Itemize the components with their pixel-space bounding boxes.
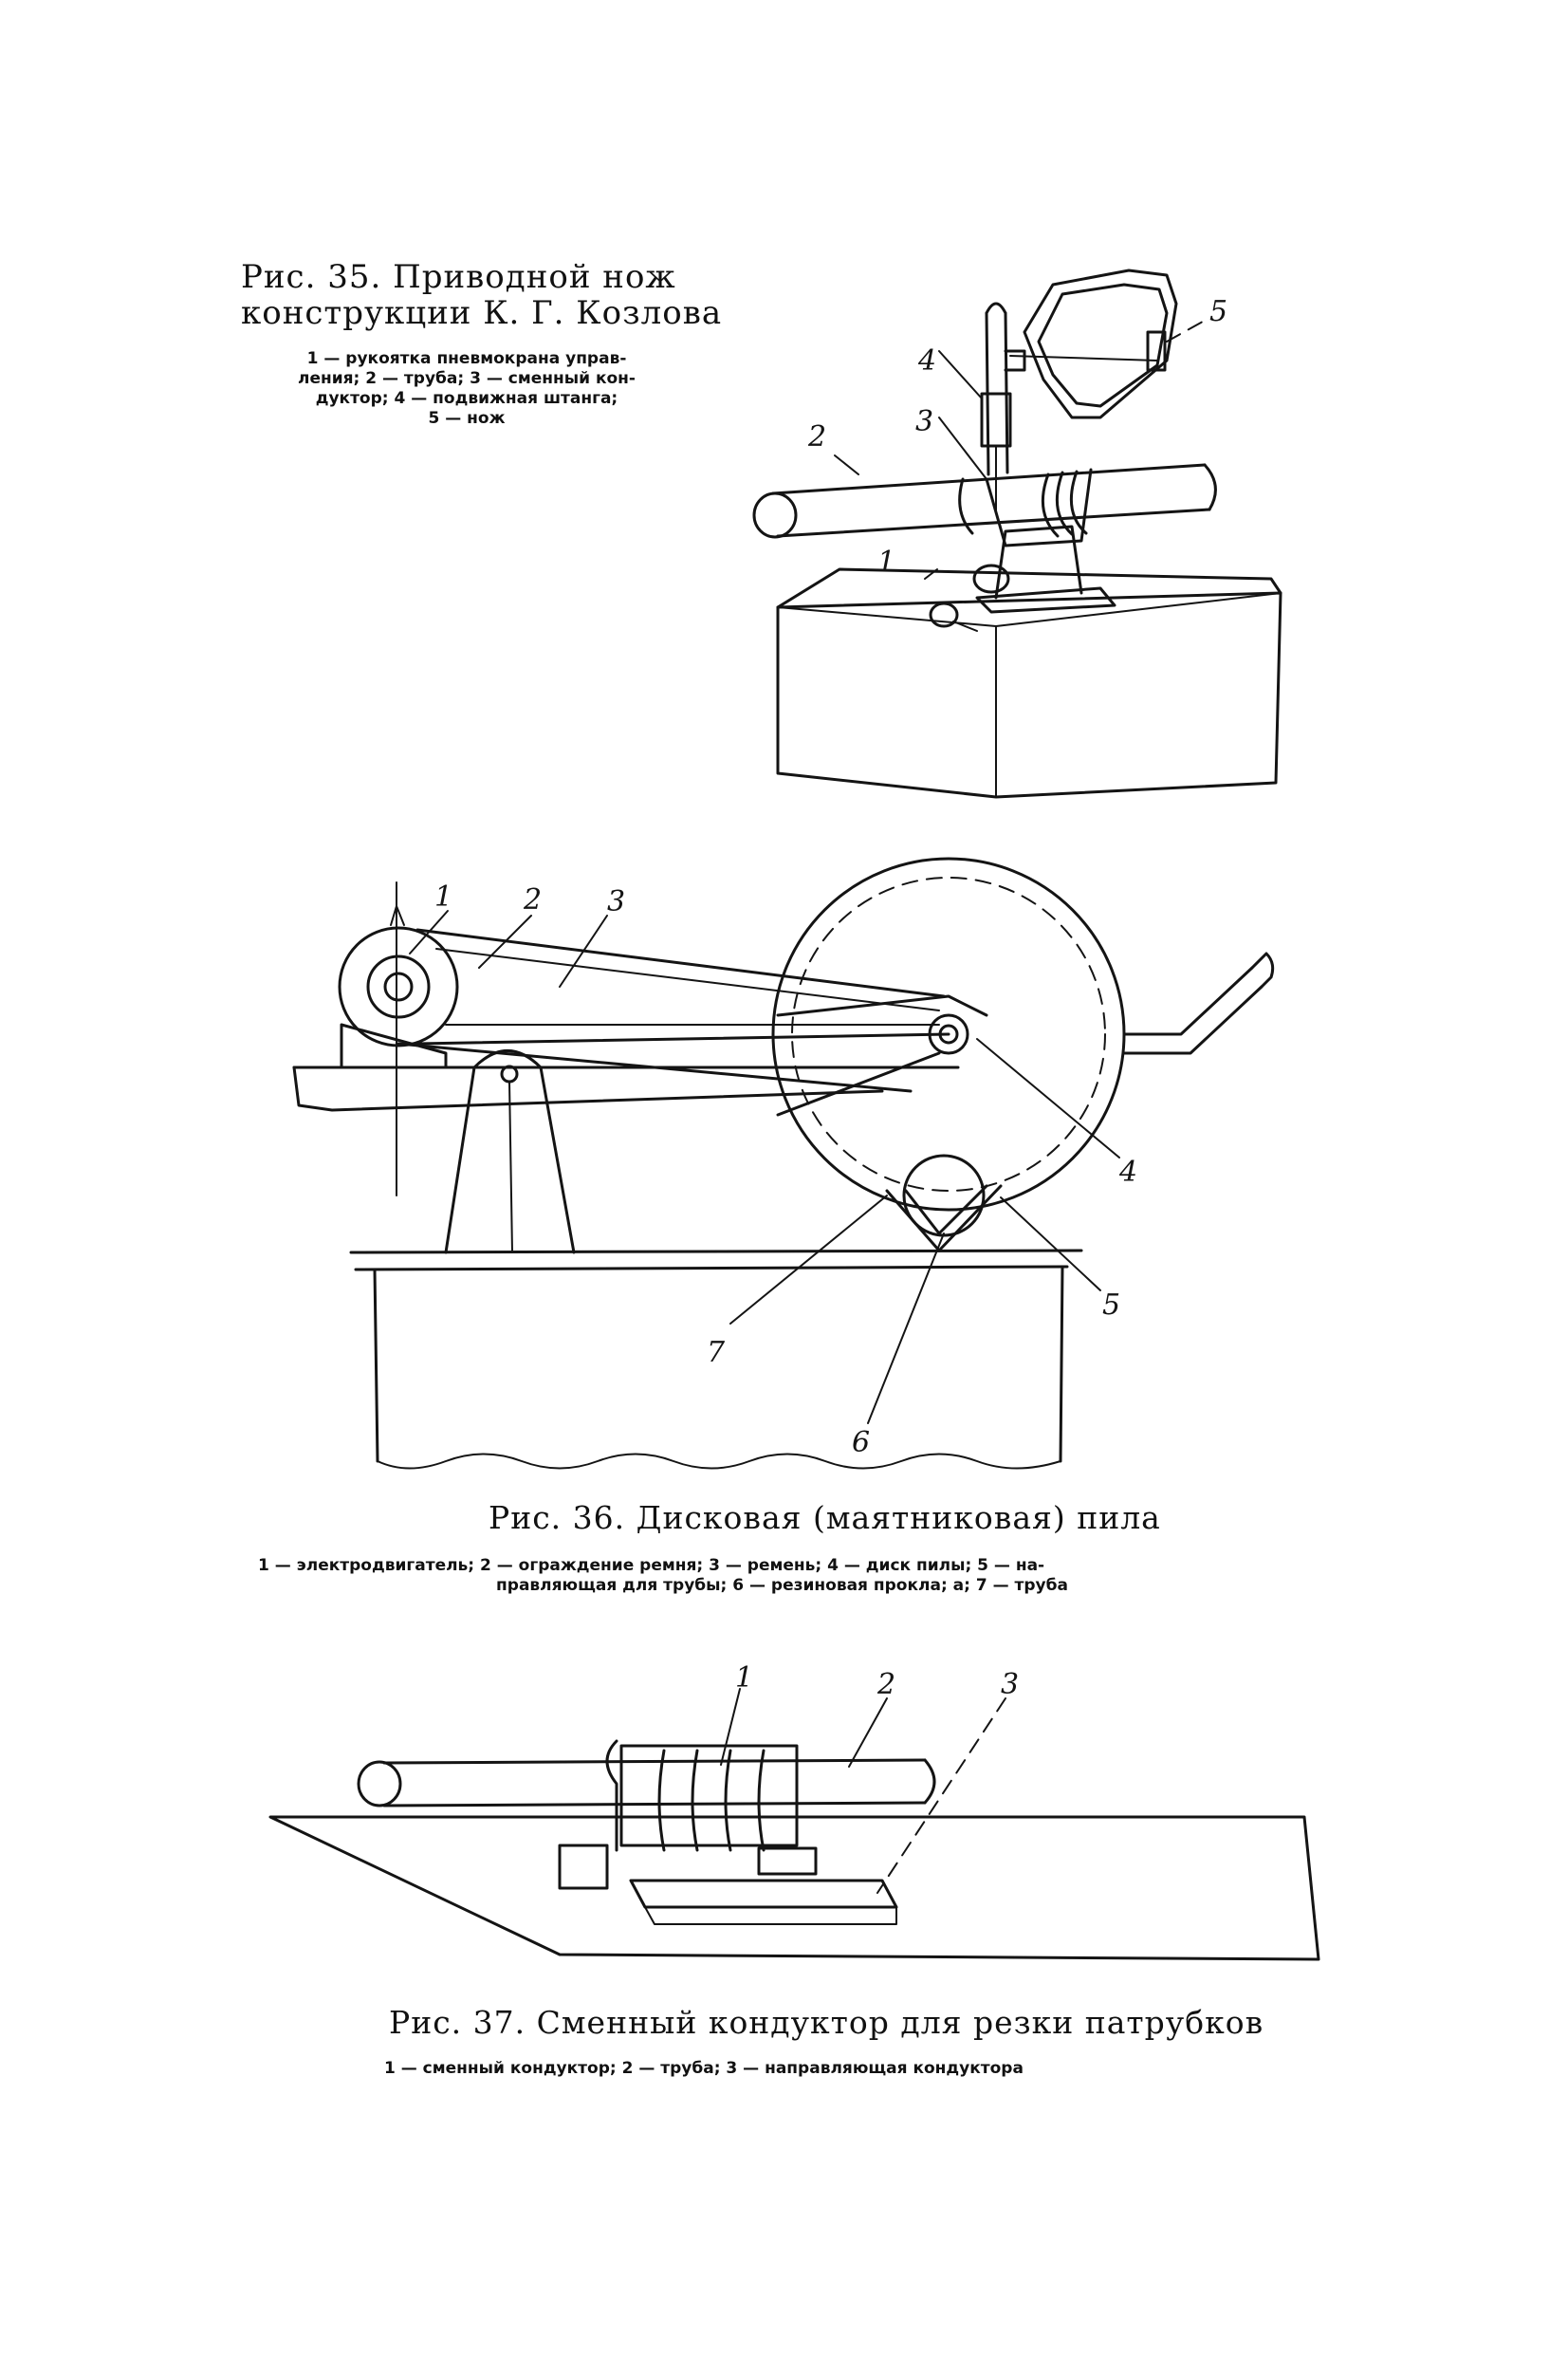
fig35-legend-line: 1 — рукоятка пневмокрана управ-: [306, 349, 627, 368]
fig35-knife: [1005, 270, 1209, 417]
fig35-pipe: [754, 465, 1215, 537]
fig36-housing: [351, 1251, 1081, 1469]
fig37-guide: [631, 1881, 896, 1924]
fig35-drawing: 1 2 3 4 5: [0, 0, 1568, 854]
fig36-legend-line: 1 — электродвигатель; 2 — ограждение рем…: [258, 1556, 1045, 1575]
fig35-rod: [982, 304, 1010, 512]
fig36-legend-line: правляющая для трубы; 6 — резиновая прок…: [496, 1576, 1068, 1595]
fig35-title-line2: конструкции К. Г. Козлова: [241, 294, 723, 332]
fig35-callout-4: 4: [917, 344, 936, 378]
fig37-base-plate: [270, 1817, 1319, 1959]
fig37-drawing: 1 2 3: [0, 1661, 1568, 2087]
fig35-legend-line: дуктор; 4 — подвижная штанга;: [315, 389, 618, 408]
fig36-drawing: 1 2 3 4 5 6 7: [0, 0, 1568, 1518]
fig35-legend: 1 — рукоятка пневмокрана управ- ления; 2…: [239, 349, 694, 429]
fig35-pedestal: [974, 527, 1115, 612]
fig36-callout-7: 7: [707, 1336, 726, 1369]
fig35-callout-2: 2: [807, 420, 826, 454]
fig37-conductor: [560, 1741, 816, 1888]
fig36-title: Рис. 36. Дисковая (маятниковая) пила: [489, 1499, 1161, 1536]
fig35-callout-5: 5: [1209, 295, 1227, 328]
fig36-callout-1: 1: [434, 880, 452, 914]
fig37-legend-line: 1 — сменный кондуктор; 2 — труба; 3 — на…: [384, 2059, 1024, 2078]
fig35-base-box: [778, 569, 1281, 797]
fig36-callout-4: 4: [1118, 1156, 1137, 1189]
fig37-pipe: [359, 1760, 934, 1806]
fig36-legend: 1 — электродвигатель; 2 — ограждение рем…: [258, 1556, 1306, 1596]
fig35-handle: [931, 603, 977, 631]
fig35-legend-line: ления; 2 — труба; 3 — сменный кон-: [298, 369, 636, 388]
fig37-title: Рис. 37. Сменный кондуктор для резки пат…: [389, 2004, 1264, 2041]
fig37-callout-2: 2: [876, 1668, 895, 1701]
fig36-callout-3: 3: [607, 885, 625, 918]
fig37-legend: 1 — сменный кондуктор; 2 — труба; 3 — на…: [384, 2059, 1238, 2079]
fig35-callout-3: 3: [915, 405, 933, 438]
fig36-callout-5: 5: [1102, 1288, 1120, 1322]
fig37-callout-1: 1: [735, 1661, 753, 1695]
fig37-callout-3: 3: [1001, 1668, 1019, 1701]
fig35-legend-line: 5 — нож: [428, 409, 506, 428]
fig35-title-line1: Рис. 35. Приводной нож: [241, 258, 676, 296]
fig36-motor: [340, 882, 457, 1196]
fig36-callout-2: 2: [523, 883, 542, 917]
fig36-callout-6: 6: [852, 1426, 870, 1459]
fig36-handle: [1124, 954, 1273, 1053]
fig35-callout-1: 1: [877, 546, 895, 579]
